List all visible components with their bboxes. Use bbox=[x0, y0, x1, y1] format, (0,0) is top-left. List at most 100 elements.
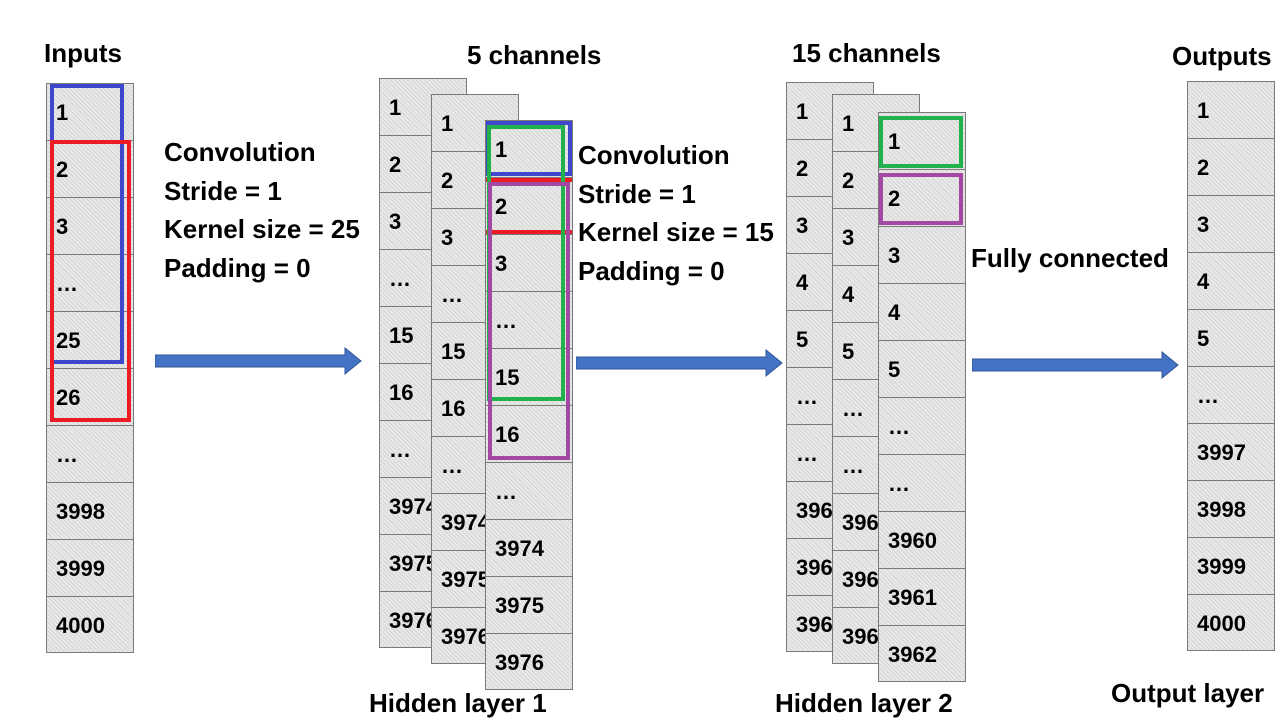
layer-cell: 16 bbox=[486, 406, 572, 463]
layer-cell: 3999 bbox=[47, 540, 133, 597]
layer-cell: 3960 bbox=[879, 512, 965, 569]
layer-cell: … bbox=[1188, 367, 1274, 424]
layer-cell: 4 bbox=[833, 266, 919, 323]
layer-cell: … bbox=[879, 398, 965, 455]
conv2-arrow-shape bbox=[576, 349, 783, 378]
layer-cell: 2 bbox=[380, 136, 466, 193]
layer-cell: 2 bbox=[486, 178, 572, 235]
fully-connected-label: Fully connected bbox=[971, 243, 1169, 273]
layer-cell: 3974 bbox=[380, 478, 466, 535]
layer-cell: … bbox=[47, 255, 133, 312]
conv1-arrow-shape bbox=[155, 347, 362, 376]
layer-cell: 1 bbox=[432, 95, 518, 152]
layer-cell: … bbox=[47, 426, 133, 483]
layer-cell: 3974 bbox=[486, 520, 572, 577]
conv2-kernel-size: Kernel size = 15 bbox=[578, 217, 774, 247]
layer-cell: … bbox=[833, 380, 919, 437]
layer-cell: 4 bbox=[1188, 253, 1274, 310]
layer-cell: 2 bbox=[47, 141, 133, 198]
layer-cell: 3975 bbox=[432, 551, 518, 608]
layer-cell: 3 bbox=[879, 227, 965, 284]
hidden-layer-2-label: Hidden layer 2 bbox=[775, 688, 953, 718]
conv1-arrow-icon bbox=[155, 347, 362, 376]
layer-cell: 2 bbox=[787, 140, 873, 197]
layer-cell: 1 bbox=[1188, 82, 1274, 139]
layer-cell: 3999 bbox=[1188, 538, 1274, 595]
layer-cell: 1 bbox=[879, 113, 965, 170]
layer-cell: 5 bbox=[879, 341, 965, 398]
layer-cell: 3961 bbox=[879, 569, 965, 626]
layer-cell: 5 bbox=[833, 323, 919, 380]
layer-cell: 1 bbox=[787, 83, 873, 140]
conv2-title: Convolution bbox=[578, 140, 730, 170]
layer-cell: 15 bbox=[380, 307, 466, 364]
layer-cell: 4000 bbox=[1188, 595, 1274, 650]
layer-cell: 5 bbox=[1188, 310, 1274, 367]
layer-cell: 4000 bbox=[47, 597, 133, 652]
layer-cell: 3974 bbox=[432, 494, 518, 551]
conv1-title: Convolution bbox=[164, 137, 316, 167]
layer-cell: … bbox=[833, 437, 919, 494]
conv2-padding: Padding = 0 bbox=[578, 255, 725, 286]
layer-cell: 3 bbox=[787, 197, 873, 254]
conv1-padding: Padding = 0 bbox=[164, 252, 311, 283]
layer-cell: … bbox=[879, 455, 965, 512]
layer-cell: 25 bbox=[47, 312, 133, 369]
layer-cell: 26 bbox=[47, 369, 133, 426]
layer-cell: 3962 bbox=[879, 626, 965, 681]
inputs-title: Inputs bbox=[44, 38, 122, 68]
layer-cell: 3998 bbox=[47, 483, 133, 540]
conv2-params: Convolution Stride = 1 Kernel size = 15 … bbox=[578, 136, 774, 290]
layer-cell: 16 bbox=[432, 380, 518, 437]
layer-cell: 3997 bbox=[1188, 424, 1274, 481]
layer-cell: 2 bbox=[879, 170, 965, 227]
fc-arrow-shape bbox=[972, 351, 1179, 380]
conv2-stride: Stride = 1 bbox=[578, 178, 696, 209]
layer-cell: 2 bbox=[432, 152, 518, 209]
layer-cell: 3975 bbox=[380, 535, 466, 592]
layer-cell: … bbox=[486, 292, 572, 349]
layer-cell: 15 bbox=[432, 323, 518, 380]
layer-cell: 3 bbox=[47, 198, 133, 255]
layer-cell: 3 bbox=[432, 209, 518, 266]
layer-cell: 4 bbox=[879, 284, 965, 341]
layer-cell: 1 bbox=[380, 79, 466, 136]
hidden-layer-1-label: Hidden layer 1 bbox=[369, 688, 547, 718]
layer-cell: … bbox=[787, 368, 873, 425]
layer-cell: 2 bbox=[1188, 139, 1274, 196]
layer-cell: 3 bbox=[1188, 196, 1274, 253]
layer-cell: … bbox=[432, 266, 518, 323]
layer-cell: 3976 bbox=[380, 592, 466, 647]
layer-cell: 2 bbox=[833, 152, 919, 209]
conv2-arrow-icon bbox=[576, 349, 783, 378]
layer-cell: 1 bbox=[486, 121, 572, 178]
conv1-stride: Stride = 1 bbox=[164, 175, 282, 206]
hidden-layer-1-channels-label: 5 channels bbox=[467, 40, 602, 70]
conv1-kernel-size: Kernel size = 25 bbox=[164, 214, 360, 244]
layer-cell: … bbox=[486, 463, 572, 520]
conv1-params: Convolution Stride = 1 Kernel size = 25 … bbox=[164, 133, 360, 287]
hidden-layer-2-channels-label: 15 channels bbox=[792, 38, 941, 68]
layer-cell: … bbox=[380, 421, 466, 478]
layer-cell: 15 bbox=[486, 349, 572, 406]
layer-cell: 5 bbox=[787, 311, 873, 368]
outputs-title: Outputs bbox=[1172, 41, 1272, 71]
layer-cell: 16 bbox=[380, 364, 466, 421]
layer-cell: 3976 bbox=[432, 608, 518, 663]
layer-cell: 3976 bbox=[486, 634, 572, 689]
fully-connected-arrow-icon bbox=[972, 351, 1179, 380]
layer-cell: 3 bbox=[833, 209, 919, 266]
layer-cell: 3 bbox=[486, 235, 572, 292]
layer-cell: … bbox=[787, 425, 873, 482]
layer-cell: 1 bbox=[833, 95, 919, 152]
layer-cell: … bbox=[380, 250, 466, 307]
layer-cell: … bbox=[432, 437, 518, 494]
layer-cell: 3 bbox=[380, 193, 466, 250]
layer-cell: 3975 bbox=[486, 577, 572, 634]
layer-cell: 1 bbox=[47, 84, 133, 141]
layer-cell: 3998 bbox=[1188, 481, 1274, 538]
